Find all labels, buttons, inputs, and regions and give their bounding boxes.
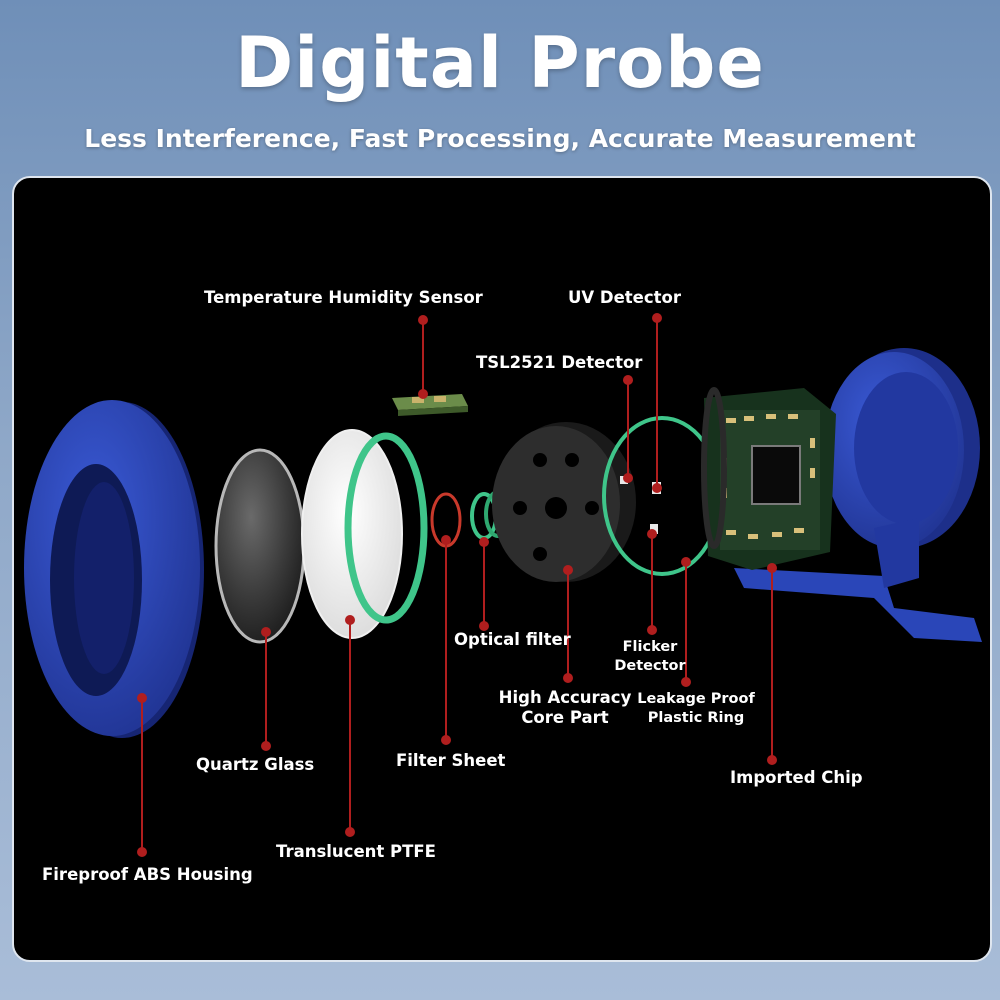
label-filter-sheet: Filter Sheet — [396, 751, 506, 770]
page-title: Digital Probe — [235, 22, 765, 104]
label-leakage-line1: Leakage Proof — [637, 691, 755, 707]
exploded-view-illustration — [24, 313, 982, 857]
page-subtitle: Less Interference, Fast Processing, Accu… — [84, 124, 916, 153]
label-quartz-glass: Quartz Glass — [196, 755, 315, 774]
label-leakage-line2: Plastic Ring — [647, 710, 745, 726]
label-flicker-detector: Flicker Detector — [610, 638, 690, 676]
ptfe-part — [301, 429, 403, 639]
seal-ring-part — [344, 432, 428, 624]
label-flicker-line1: Flicker — [622, 639, 678, 655]
leader-lines — [137, 313, 777, 857]
label-translucent-ptfe: Translucent PTFE — [276, 842, 436, 861]
label-optical-filter: Optical filter — [454, 630, 571, 649]
exploded-view-panel: Temperature Humidity Sensor UV Detector … — [12, 176, 992, 962]
label-high-accuracy-line2: Core Part — [521, 708, 609, 727]
base-housing-part — [734, 348, 982, 642]
core-part — [492, 422, 636, 582]
label-uv-detector: UV Detector — [568, 288, 682, 307]
label-leakage-proof-ring: Leakage Proof Plastic Ring — [636, 690, 756, 728]
abs-housing-part — [24, 400, 204, 738]
temp-humidity-sensor-part — [392, 394, 468, 416]
label-high-accuracy-line1: High Accuracy — [498, 688, 632, 707]
label-fireproof-abs-housing: Fireproof ABS Housing — [42, 865, 253, 884]
label-temperature-humidity-sensor: Temperature Humidity Sensor — [204, 288, 483, 307]
label-flicker-line2: Detector — [614, 658, 686, 674]
label-high-accuracy-core: High Accuracy Core Part — [490, 688, 640, 728]
label-tsl2521-detector: TSL2521 Detector — [476, 353, 643, 372]
pcb-chip-part — [701, 387, 836, 570]
label-imported-chip: Imported Chip — [730, 768, 863, 787]
quartz-glass-part — [214, 448, 306, 644]
